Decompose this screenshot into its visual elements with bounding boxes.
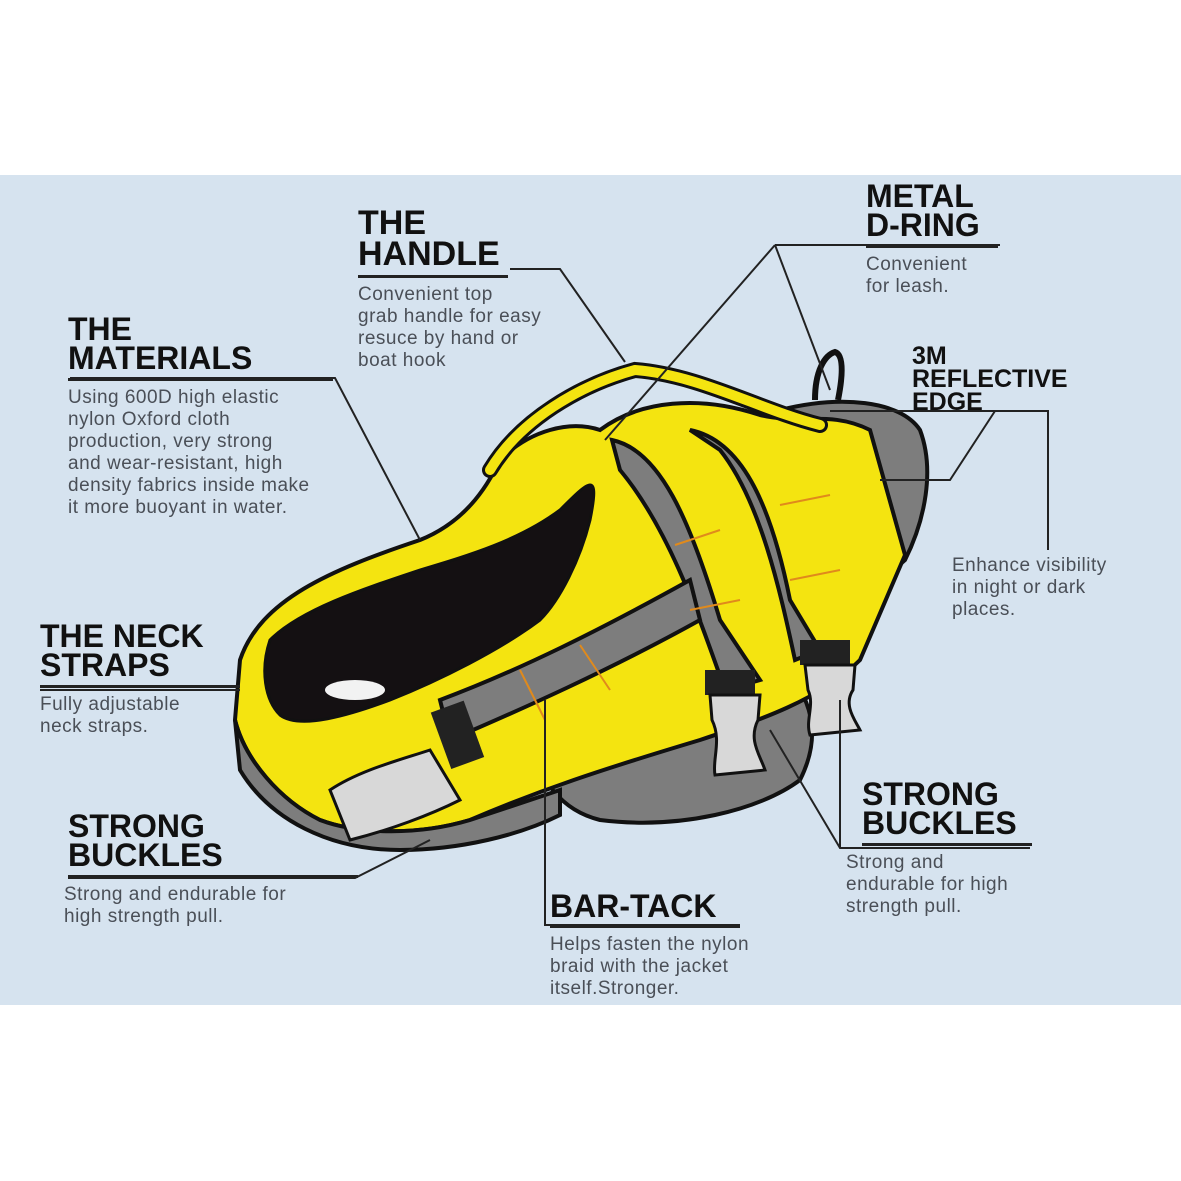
title-underline — [550, 925, 740, 929]
vest-bottom-edge — [233, 719, 562, 853]
feature-title: BAR-TACK — [550, 888, 717, 924]
callout-handle — [510, 268, 626, 363]
feature-title: METAL D-RING — [866, 178, 980, 244]
feature-handle: THE HANDLE Convenient top grab handle fo… — [358, 204, 542, 372]
callout-bar-tack — [544, 700, 740, 926]
feature-description: Fully adjustable neck straps. — [40, 693, 181, 737]
feature-materials: THE MATERIALS Using 600D high elastic ny… — [68, 311, 333, 519]
feature-bar-tack: BAR-TACK Helps fasten the nylon braid wi… — [550, 888, 750, 1000]
chest-strap-2 — [688, 428, 823, 663]
feature-title: THE HANDLE — [358, 204, 500, 274]
title-underline — [68, 377, 333, 381]
vest-lining — [263, 483, 596, 723]
feature-title: STRONG BUCKLES — [862, 776, 1017, 842]
buckle-neck — [328, 700, 485, 842]
title-underline — [68, 874, 358, 878]
feature-reflective-edge: 3M REFLECTIVE EDGE — [912, 342, 1068, 416]
feature-d-ring: METAL D-RING Convenient for leash. — [866, 178, 998, 298]
callout-buckles-left — [68, 839, 431, 879]
feature-title: 3M REFLECTIVE EDGE — [912, 342, 1068, 416]
buckle-chest-1 — [705, 670, 768, 777]
bar-tack-stitching — [519, 494, 841, 721]
feature-title: STRONG BUCKLES — [68, 808, 223, 874]
feature-description: Helps fasten the nylon braid with the ja… — [550, 934, 750, 1000]
title-underline — [40, 684, 240, 688]
feature-buckles-left: STRONG BUCKLES Strong and endurable for … — [64, 808, 358, 928]
feature-description: Strong and endurable for high strength p… — [64, 883, 287, 927]
feature-description: Using 600D high elastic nylon Oxford clo… — [68, 386, 310, 518]
callout-reflective — [830, 410, 1049, 550]
title-underline — [358, 274, 508, 278]
vest-lining-highlight — [325, 680, 385, 700]
d-ring — [812, 348, 845, 401]
feature-neck-straps: THE NECK STRAPS Fully adjustable neck st… — [40, 618, 240, 738]
title-underline — [866, 244, 998, 248]
neck-strap — [437, 576, 703, 743]
feature-buckles-right: STRONG BUCKLES Strong and endurable for … — [846, 776, 1032, 918]
feature-description: Convenient for leash. — [866, 253, 968, 297]
title-underline — [862, 842, 1032, 846]
feature-reflective-edge-description: Enhance visibility in night or dark plac… — [952, 555, 1107, 621]
feature-description: Enhance visibility in night or dark plac… — [952, 555, 1107, 620]
buckle-chest-2 — [800, 640, 863, 737]
feature-description: Convenient top grab handle for easy resu… — [358, 283, 542, 371]
feature-title: THE NECK STRAPS — [40, 618, 204, 684]
feature-description: Strong and endurable for high strength p… — [846, 851, 1009, 917]
feature-title: THE MATERIALS — [68, 311, 253, 377]
